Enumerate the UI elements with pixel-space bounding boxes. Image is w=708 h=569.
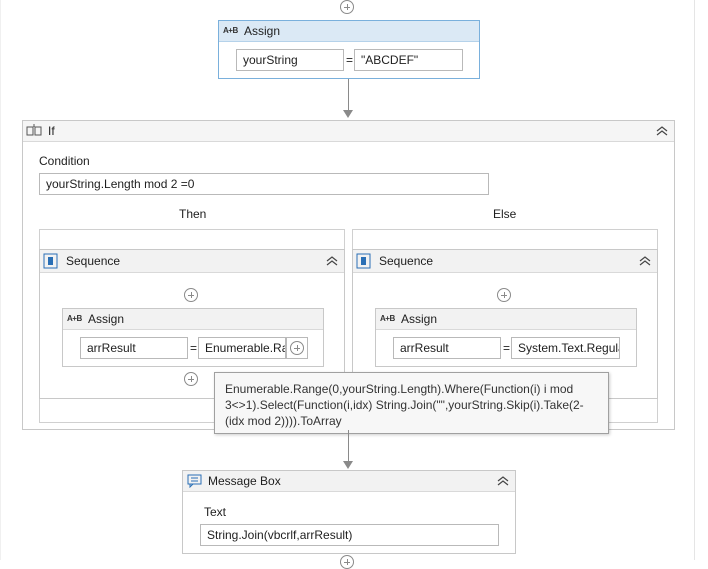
collapse-message-box-icon[interactable] [497,476,509,486]
add-activity-icon[interactable] [497,288,511,302]
message-box-header[interactable]: Message Box [183,471,515,492]
expression-editor-button[interactable] [286,337,308,359]
assign-equals: = [346,53,354,67]
connector-arrow-icon [343,461,353,469]
assign-target-field[interactable]: yourString [236,49,344,71]
connector-line [348,430,349,462]
then-assign-value-field[interactable]: Enumerable.Range(0,yourString.Length).Wh… [198,337,286,359]
message-box-title: Message Box [208,474,281,488]
else-sequence-header[interactable]: Sequence [353,250,657,273]
then-label: Then [179,207,207,221]
assign-icon: A+B [380,314,395,323]
sequence-icon [356,253,371,269]
add-activity-bottom-icon[interactable] [340,555,354,569]
then-assign-header[interactable]: A+B Assign [63,309,323,330]
else-assign-value-field[interactable]: System.Text.RegularExpressions [511,337,620,359]
else-assign-header[interactable]: A+B Assign [376,309,636,330]
message-text-label: Text [204,505,227,519]
add-activity-icon[interactable] [184,288,198,302]
if-icon [26,124,42,136]
collapse-sequence-icon[interactable] [639,256,651,266]
message-text-field[interactable]: String.Join(vbcrlf,arrResult) [200,524,499,546]
else-assign-activity[interactable]: A+B Assign arrResult = System.Text.Regul… [375,308,637,367]
else-assign-target-field[interactable]: arrResult [393,337,501,359]
else-sequence-title: Sequence [379,254,434,268]
then-assign-activity[interactable]: A+B Assign arrResult = Enumerable.Range(… [62,308,324,367]
connector-arrow-icon [343,110,353,118]
then-assign-target-field[interactable]: arrResult [80,337,188,359]
else-assign-title: Assign [401,312,438,326]
add-activity-top-icon[interactable] [340,0,354,14]
collapse-sequence-icon[interactable] [326,256,338,266]
message-box-icon [187,474,202,488]
canvas-left-edge [0,0,1,560]
expand-editor-icon [290,341,304,355]
then-assign-title: Assign [88,312,125,326]
then-sequence-title: Sequence [66,254,121,268]
if-header[interactable]: If [23,121,674,142]
else-label: Else [493,207,517,221]
expression-tooltip: Enumerable.Range(0,yourString.Length).Wh… [214,372,609,434]
message-box-activity[interactable]: Message Box Text String.Join(vbcrlf,arrR… [182,470,516,554]
canvas-right-edge [694,0,695,560]
assign-icon: A+B [223,26,238,35]
assign-title: Assign [244,24,281,38]
assign-value-field[interactable]: "ABCDEF" [354,49,463,71]
assign-equals: = [503,341,511,355]
condition-label: Condition [39,154,90,168]
condition-field[interactable]: yourString.Length mod 2 =0 [39,173,489,195]
if-title: If [48,124,55,138]
assign-icon: A+B [67,314,82,323]
then-sequence-header[interactable]: Sequence [40,250,344,273]
assign-header[interactable]: A+B Assign [219,21,479,42]
assign-activity-top[interactable]: A+B Assign yourString = "ABCDEF" [218,20,480,79]
sequence-icon [43,253,58,269]
connector-line [348,79,349,111]
collapse-if-icon[interactable] [656,126,668,136]
add-activity-icon[interactable] [184,372,198,386]
assign-equals: = [190,341,198,355]
